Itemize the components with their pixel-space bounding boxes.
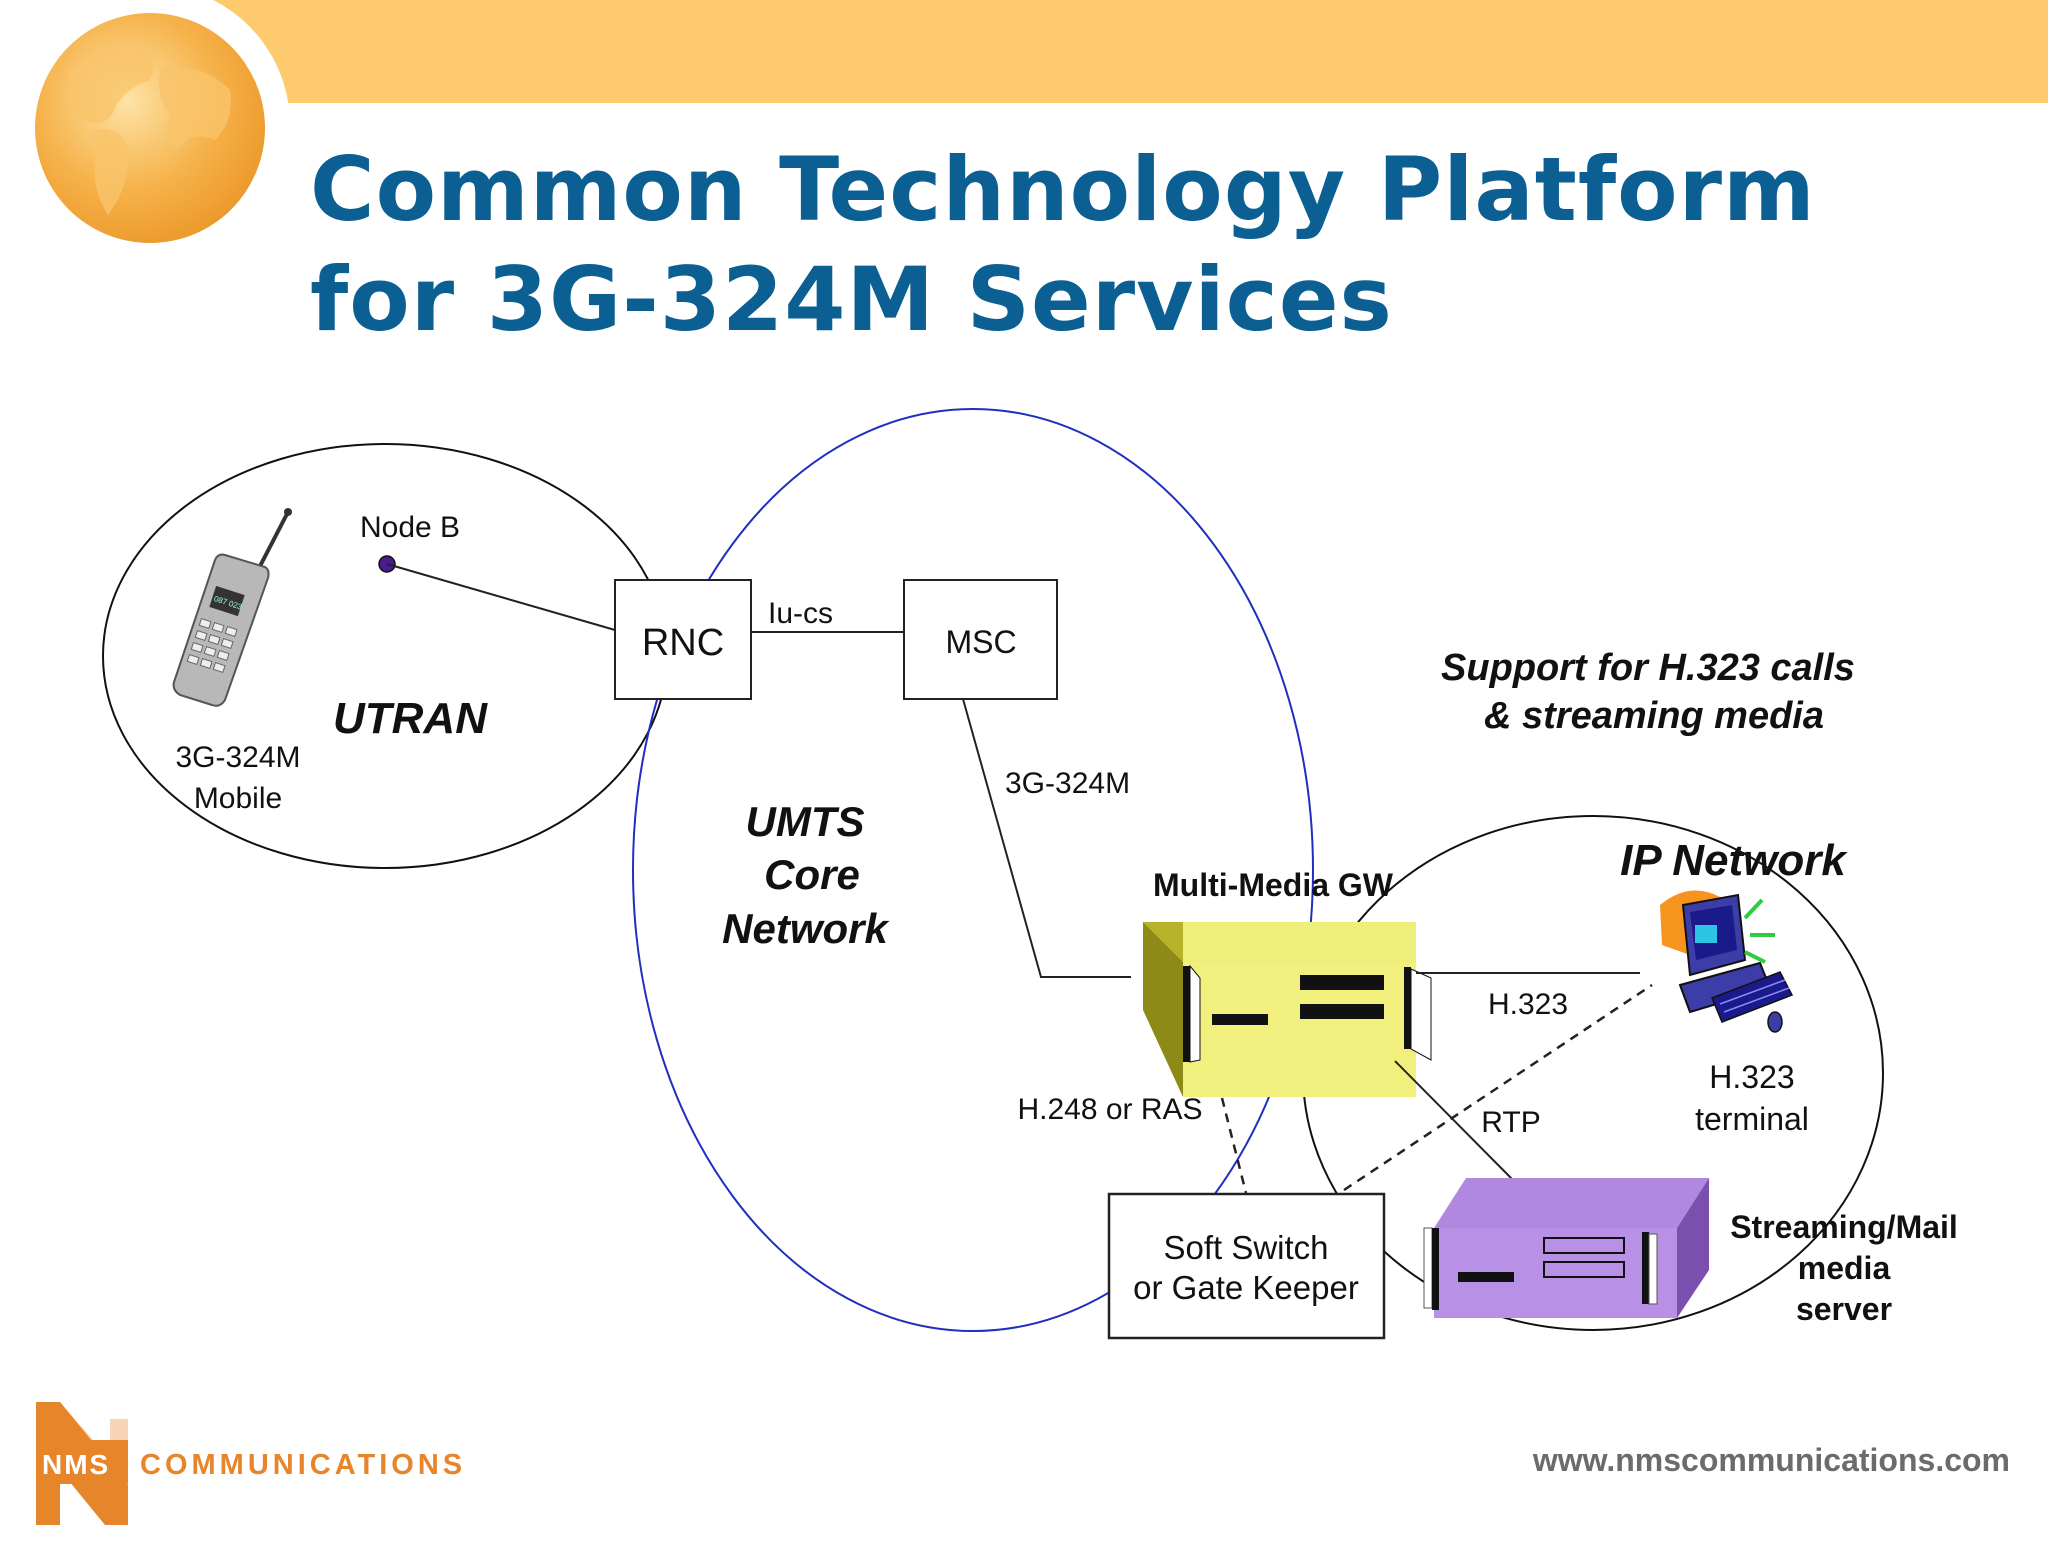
umts-line1: UMTS	[746, 798, 865, 845]
h248-link	[1220, 1097, 1248, 1194]
msc-gw-link	[962, 698, 1131, 978]
rtp-link	[1394, 1060, 1514, 1181]
mobile-label-line2: Mobile	[194, 782, 282, 815]
h323-terminal-line1: H.323	[1709, 1059, 1794, 1095]
footer-url: www.nmscommunications.com	[1532, 1442, 2010, 1478]
streaming-server-icon	[1423, 1178, 1709, 1318]
mobile-phone-icon: 087 023	[172, 508, 292, 707]
ip-network-label: IP Network	[1620, 836, 1848, 885]
streaming-line1: Streaming/Mail	[1730, 1209, 1958, 1245]
page-title: Common Technology Platform for 3G-324M S…	[310, 135, 1816, 355]
rnc-label: RNC	[642, 622, 724, 664]
ras-link	[1343, 983, 1653, 1192]
title-line-2: for 3G-324M Services	[310, 248, 1393, 351]
rnc-box	[614, 579, 752, 700]
globe-icon	[35, 13, 265, 243]
softswitch-line2: or Gate Keeper	[1133, 1269, 1359, 1306]
mmgw-label: Multi-Media GW	[1153, 867, 1394, 903]
streaming-line2: media	[1798, 1250, 1891, 1286]
top-banner	[210, 0, 2048, 103]
logo-communications-text: COMMUNICATIONS	[140, 1449, 466, 1481]
nms-logo: NMS COMMUNICATIONS	[36, 1402, 466, 1525]
node-b-label: Node B	[360, 511, 460, 544]
h323-terminal-line2: terminal	[1695, 1101, 1809, 1137]
support-line2: & streaming media	[1484, 695, 1824, 737]
iucs-label: Iu-cs	[768, 597, 833, 630]
umts-line2: Core	[764, 851, 860, 898]
softswitch-box	[1107, 1192, 1386, 1340]
h323-link-label: H.323	[1488, 988, 1568, 1021]
softswitch-line1: Soft Switch	[1163, 1229, 1328, 1266]
support-line1: Support for H.323 calls	[1441, 647, 1855, 689]
title-line-1: Common Technology Platform	[310, 138, 1816, 241]
logo-nms-text: NMS	[42, 1449, 110, 1480]
node-b-rnc-link	[386, 563, 616, 631]
rtp-label: RTP	[1481, 1106, 1540, 1139]
multimedia-gateway-icon	[1143, 922, 1432, 1097]
streaming-line3: server	[1796, 1291, 1892, 1327]
mobile-label-line1: 3G-324M	[175, 741, 300, 774]
h248-label: H.248 or RAS	[1017, 1093, 1202, 1126]
link-3g324m-label: 3G-324M	[1005, 767, 1130, 800]
utran-label: UTRAN	[333, 694, 488, 743]
umts-core-ellipse	[632, 408, 1314, 1332]
msc-box	[903, 579, 1058, 700]
umts-line3: Network	[722, 905, 890, 952]
msc-label: MSC	[945, 624, 1016, 660]
h323-terminal-icon	[1660, 890, 1794, 1033]
